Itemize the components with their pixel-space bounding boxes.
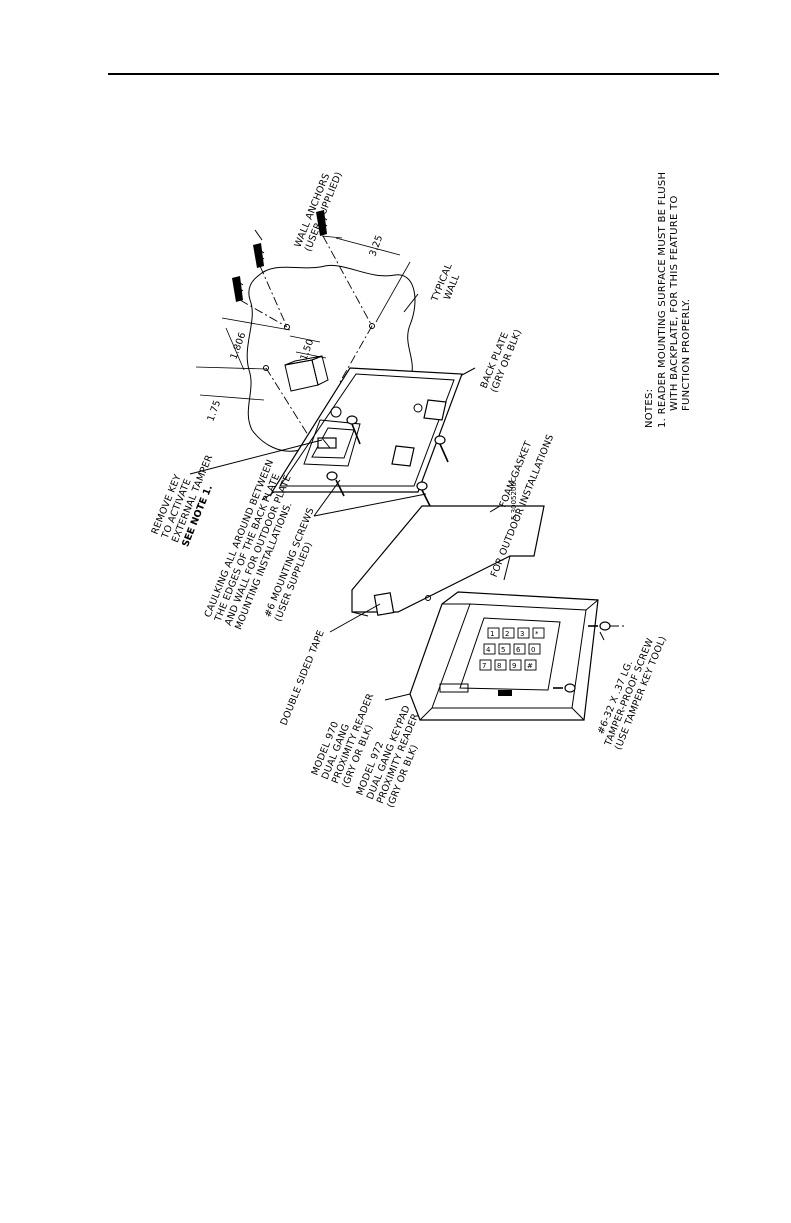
tamper-key-icon [317,437,337,449]
keypad-key [502,627,515,639]
dimension-1-75 [195,366,267,401]
dim-3-25-label: 3.25 [367,234,385,258]
mounting-screw-icon [416,481,431,507]
proximity-reader-keypad: 1 2 3 * 4 5 6 0 7 [409,591,599,721]
keypad-key [487,627,500,639]
dimension-1-806 [221,317,291,371]
keypad-key [528,643,541,655]
notes-heading: NOTES: [644,389,655,428]
dim-1-75-label: 1.75 [205,399,223,423]
key-label: 0 [531,646,535,654]
keypad-key [524,659,537,671]
keypad-key [517,627,530,639]
wall-anchor-icon [316,210,328,236]
key-label: * [535,630,539,638]
key-label: # [527,662,533,670]
note-1-line2: WITH BACKPLATE, FOR THIS FEATURE TO [669,195,680,411]
key-label: 2 [505,630,509,638]
wall-hole [369,323,375,329]
note-1-line3: FUNCTION PROPERLY. [681,299,692,411]
mounting-screw-icon [434,435,449,463]
key-label: 8 [497,662,501,670]
key-label: 6 [516,646,521,654]
foam-gasket [351,505,545,617]
dim-1-806-label: 1.806 [228,331,248,361]
tamper-proof-screw-icon [553,683,576,693]
keypad-key [513,643,526,655]
keypad-keys: 1 2 3 * 4 5 6 0 7 [479,627,545,671]
keypad-key [483,643,496,655]
key-label: 3 [520,630,524,638]
note-1-line1: 1. READER MOUNTING SURFACE MUST BE FLUSH [657,172,668,428]
key-label: 5 [501,646,505,654]
double-sided-tape-label: DOUBLE SIDED TAPE [279,629,327,727]
tamper-proof-screw-icon [588,621,624,631]
mounting-screw-icon [326,471,345,497]
wall-cutout-box [284,355,329,392]
keypad-key [509,659,522,671]
dimension-1-50 [289,335,327,359]
dim-1-50-label: 1.50 [298,338,316,362]
keypad-key [498,643,511,655]
keypad-key [532,627,545,639]
back-plate [270,367,463,493]
double-sided-tape [373,592,395,616]
drawing-id: 5.3005206C [510,477,518,520]
dimension-3-25 [321,235,411,323]
key-label: 1 [490,630,494,638]
key-label: 4 [486,646,491,654]
keypad-key [479,659,492,671]
key-label: 9 [512,662,516,670]
key-label: 7 [482,662,486,670]
keypad-key [494,659,507,671]
wall-anchor-icon [253,243,265,268]
wall-hole [263,365,269,371]
header-rule [108,73,719,75]
mounting-screw-icon [346,415,361,445]
wall-anchor-icon [232,276,244,302]
